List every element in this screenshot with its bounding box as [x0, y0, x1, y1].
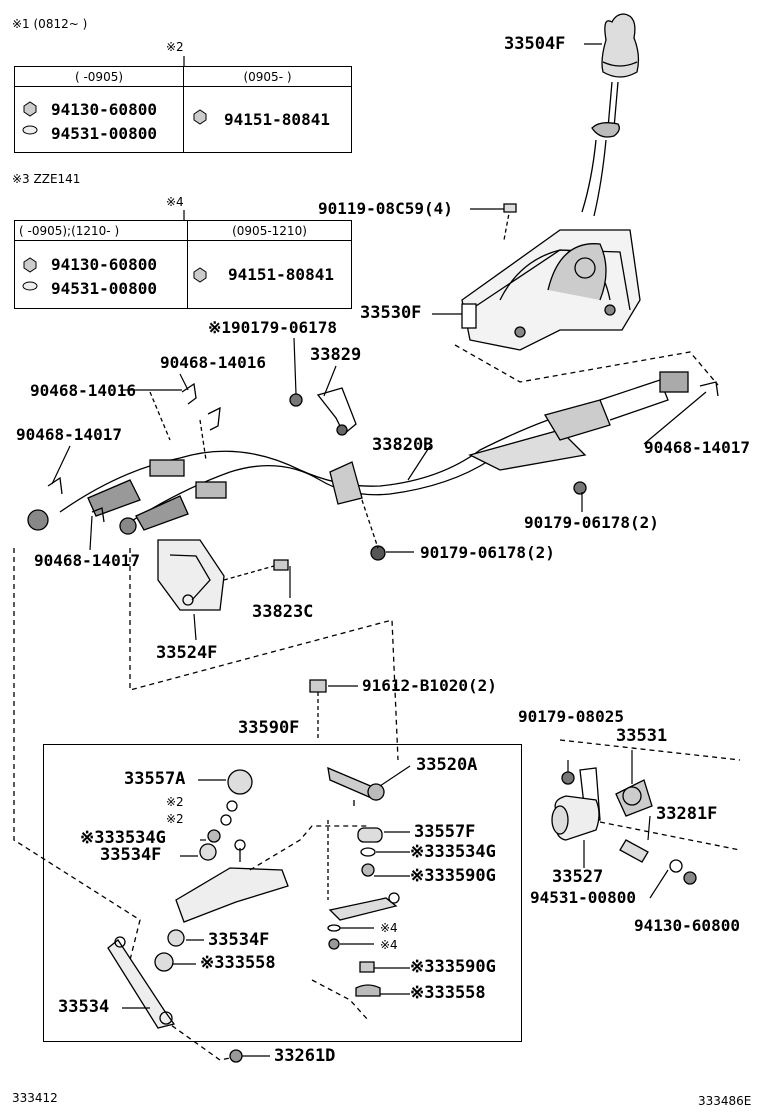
part-33534F-b[interactable]: 33534F — [208, 930, 270, 950]
part-33524F[interactable]: 33524F — [156, 643, 218, 663]
table2-part-a2: 94531-00800 — [51, 279, 157, 298]
part-90468-14017-r[interactable]: 90468-14017 — [644, 438, 750, 457]
note-3: ※3 ZZE141 — [12, 172, 81, 186]
selector-assembly-box — [43, 744, 522, 1042]
part-90179-06178-b[interactable]: 90179-06178(2) — [420, 543, 555, 562]
note-4-marker: ※4 — [166, 195, 184, 209]
flange-nut-icon — [193, 109, 207, 125]
part-33261D[interactable]: 33261D — [274, 1046, 336, 1066]
part-90468-14016-a[interactable]: 90468-14016 — [160, 353, 266, 372]
part-91612[interactable]: 91612-B1020(2) — [362, 676, 497, 695]
marker-4-a: ※4 — [380, 921, 398, 935]
part-33558-right[interactable]: ※333558 — [410, 983, 486, 1003]
table1-part-b1: 94151-80841 — [224, 110, 330, 129]
bellcrank-drawing — [551, 739, 741, 885]
shift-cable-drawing — [27, 371, 719, 561]
table1-col-b: (0905- ) — [183, 66, 352, 87]
part-33829[interactable]: 33829 — [310, 345, 362, 365]
part-33590G-a[interactable]: ※333590G — [410, 866, 496, 886]
marker-2-b: ※2 — [166, 812, 184, 826]
table2-part-b1: 94151-80841 — [228, 265, 334, 284]
part-33534G-left[interactable]: ※333534G — [80, 828, 166, 848]
part-90468-14017-a[interactable]: 90468-14017 — [16, 425, 122, 444]
marker-2-a: ※2 — [166, 795, 184, 809]
part-94531[interactable]: 94531-00800 — [530, 888, 636, 907]
part-190179[interactable]: ※190179-06178 — [208, 318, 337, 337]
part-33534G-right[interactable]: ※333534G — [410, 842, 496, 862]
variant-table-1: ( -0905) (0905- ) 94130-60800 94531-0080… — [14, 66, 352, 153]
table2-col-b: (0905-1210) — [187, 220, 352, 241]
flange-nut-icon — [193, 267, 207, 283]
footer-right-code: 333486E — [698, 1094, 752, 1108]
marker-4-b: ※4 — [380, 938, 398, 952]
table1-part-a2: 94531-00800 — [51, 124, 157, 143]
part-33281F[interactable]: 33281F — [656, 804, 718, 824]
nut-washer-icon — [22, 257, 38, 291]
variant-table-2: ( -0905);(1210- ) (0905-1210) 94130-6080… — [14, 220, 352, 309]
part-33504F[interactable]: 33504F — [504, 34, 566, 54]
part-33557A[interactable]: 33557A — [124, 769, 186, 789]
part-90468-14016-b[interactable]: 90468-14016 — [30, 381, 136, 400]
part-90468-14017-b[interactable]: 90468-14017 — [34, 551, 140, 570]
footer-left-code: 333412 — [12, 1091, 58, 1105]
nut-washer-icon — [22, 101, 38, 135]
table1-col-a: ( -0905) — [14, 66, 184, 87]
part-33534[interactable]: 33534 — [58, 997, 110, 1017]
part-33531[interactable]: 33531 — [616, 726, 668, 746]
part-90179-06178-a[interactable]: 90179-06178(2) — [524, 513, 659, 532]
table2-col-a: ( -0905);(1210- ) — [14, 220, 188, 241]
shift-bracket-drawing — [461, 203, 641, 351]
part-33534F-a[interactable]: 33534F — [100, 845, 162, 865]
cable-bracket-drawing — [157, 539, 289, 611]
selector-parts-drawing — [107, 766, 400, 1029]
part-33590F[interactable]: 33590F — [238, 718, 300, 738]
part-33558-left[interactable]: ※333558 — [200, 953, 276, 973]
part-94130[interactable]: 94130-60800 — [634, 916, 740, 935]
part-33820B[interactable]: 33820B — [372, 435, 434, 455]
part-33520A[interactable]: 33520A — [416, 755, 478, 775]
part-33823C[interactable]: 33823C — [252, 602, 314, 622]
shift-knob-drawing — [581, 13, 640, 217]
note-2-marker: ※2 — [166, 40, 184, 54]
part-90119[interactable]: 90119-08C59(4) — [318, 199, 453, 218]
part-90179-08025[interactable]: 90179-08025 — [518, 707, 624, 726]
part-33527[interactable]: 33527 — [552, 867, 604, 887]
part-33530F[interactable]: 33530F — [360, 303, 422, 323]
part-33557F[interactable]: 33557F — [414, 822, 476, 842]
table1-part-a1: 94130-60800 — [51, 100, 157, 119]
note-1: ※1 (0812~ ) — [12, 17, 88, 31]
part-33590G-b[interactable]: ※333590G — [410, 957, 496, 977]
table2-part-a1: 94130-60800 — [51, 255, 157, 274]
